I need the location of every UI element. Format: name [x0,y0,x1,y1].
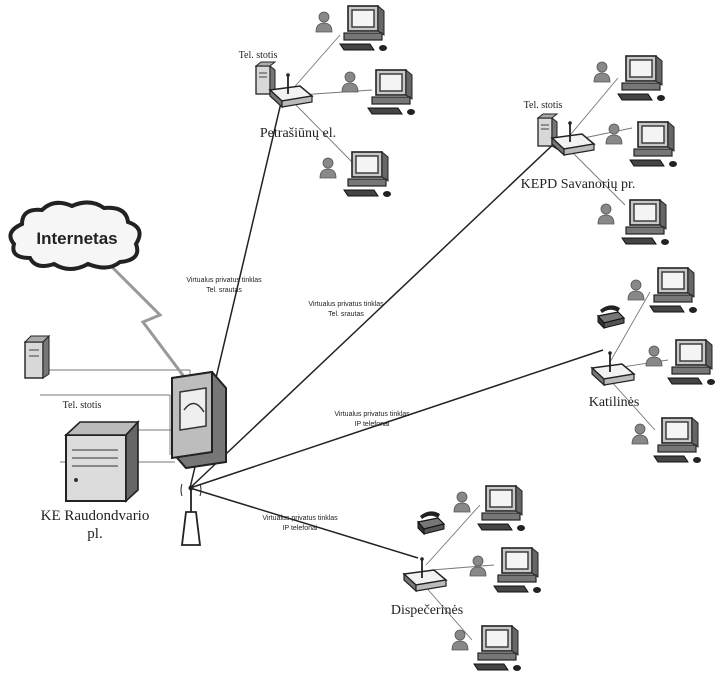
computer-icon [343,151,392,198]
user-icon [593,61,611,83]
vpn-links [189,89,604,559]
firewall-icon [171,370,227,470]
router-icon [269,72,313,108]
computer-icon [367,69,416,116]
user-icon [319,157,337,179]
user-icon [645,345,663,367]
ip-phone-icon [597,304,625,329]
computer-icon [653,417,702,464]
svg-text:Virtualus privatus tinklas: Virtualus privatus tinklas [186,277,262,284]
site-dispecerines: Dispečerinės [391,485,542,672]
computer-icon [629,121,678,168]
main-server-icon [63,419,140,503]
router-icon [551,120,595,156]
computer-icon [477,485,526,532]
hub-server-label: Tel. stotis [63,400,102,411]
internet-cloud: Internetas [8,200,142,271]
computer-icon [617,55,666,102]
kepd-site-label: KEPD Savanorių pr. [521,177,636,192]
computer-icon [621,199,670,246]
computer-icon [339,5,388,52]
petrasiunu-server-label: Tel. stotis [239,50,278,61]
computer-icon [649,267,698,314]
link-label-katilines: Virtualus privatus tinklas IP telefonai [334,411,410,428]
user-icon [597,203,615,225]
hub-antenna-icon [180,483,202,546]
link-label-petrasiunu: Virtualus privatus tinklas Tel. srautas [186,277,262,294]
svg-text:Virtualus privatus tinklas: Virtualus privatus tinklas [262,515,338,522]
user-icon [453,491,471,513]
petrasiunu-site-label: Petrašiūnų el. [260,126,336,141]
cloud-label: Internetas [36,229,117,248]
lan-links [40,34,669,641]
hub-phone-server-icon [23,334,51,379]
internet-link [108,263,187,379]
computer-icon [473,625,522,672]
katilines-site-label: Katilinės [589,395,640,410]
user-icon [627,279,645,301]
svg-text:Virtualus privatus tinklas: Virtualus privatus tinklas [334,411,410,418]
user-icon [605,123,623,145]
site-katilines: Katilinės [589,267,716,464]
computer-icon [493,547,542,594]
svg-text:IP telefonai: IP telefonai [283,525,318,532]
svg-text:Virtualus privatus tinklas: Virtualus privatus tinklas [308,301,384,308]
svg-text:Tel. srautas: Tel. srautas [328,311,364,318]
user-icon [631,423,649,445]
site-kepd: Tel. stotis KEPD Savanorių pr. [521,55,678,246]
kepd-server-label: Tel. stotis [524,100,563,111]
svg-text:Tel. srautas: Tel. srautas [206,287,242,294]
user-icon [341,71,359,93]
dispecerines-site-label: Dispečerinės [391,603,463,618]
svg-text:IP telefonai: IP telefonai [355,421,390,428]
computer-icon [667,339,716,386]
link-label-kepd: Virtualus privatus tinklas Tel. srautas [308,301,384,318]
router-icon [403,556,447,592]
link-label-dispecerines: Virtualus privatus tinklas IP telefonai [262,515,338,532]
site-petrasiunu: Tel. stotis Petrašiūnų el. [239,5,416,198]
ip-phone-icon [417,510,445,535]
user-icon [315,11,333,33]
